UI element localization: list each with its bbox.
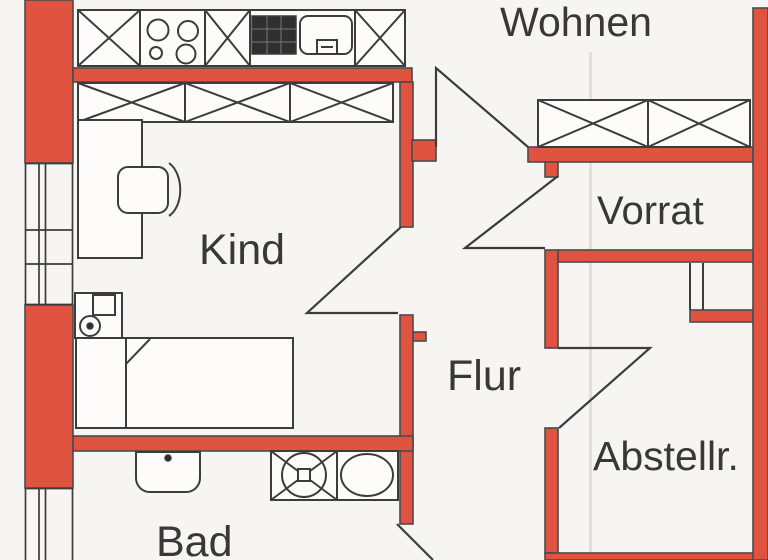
scan-crease: [589, 52, 592, 560]
door-swing-wohnen: [434, 65, 529, 148]
wall-vorrat-top: [527, 146, 754, 163]
closet-row-kind: [77, 82, 394, 123]
bathtub: [336, 450, 399, 501]
wall-center-upper: [399, 81, 414, 228]
door-swing-abstellraum: [558, 346, 653, 429]
washbasin: [135, 451, 201, 493]
door-swing-vorrat: [461, 175, 559, 250]
room-label-vorrat: Vorrat: [597, 189, 704, 233]
wall-niche: [689, 309, 754, 323]
wall-vorrat-bottom: [557, 249, 754, 263]
single-bed: [75, 337, 294, 429]
window-lower: [24, 487, 74, 560]
wall-left-middle: [24, 304, 74, 489]
room-label-flur: Flur: [447, 352, 522, 400]
window-upper: [24, 162, 74, 306]
cooktop-icon: [146, 18, 199, 65]
wall-nib-flur: [412, 331, 427, 342]
wall-stub-flur-wohnen: [411, 139, 437, 162]
nightstand-with-lamp: [74, 292, 123, 339]
room-label-bad: Bad: [156, 518, 233, 560]
walls: [24, 0, 768, 560]
room-label-wohnen: Wohnen: [500, 0, 652, 45]
chair: [117, 162, 182, 217]
wall-right: [752, 7, 768, 560]
wall-vorrat-door-stub: [544, 161, 559, 178]
dish-drainer-icon: [251, 15, 297, 55]
kitchen-counter: [77, 9, 406, 67]
wall-center-lower: [399, 314, 414, 525]
wardrobe-wohnen: [537, 99, 751, 148]
wall-kitchen-horizontal: [72, 67, 413, 83]
door-swing-kind: [304, 226, 402, 315]
wall-bottom: [544, 552, 768, 560]
sink-icon: [299, 15, 353, 55]
room-label-kind: Kind: [199, 226, 286, 274]
wall-bad-top: [72, 435, 414, 452]
washing-machine: [270, 450, 338, 501]
room-label-abstellraum: Abstellr.: [593, 433, 739, 479]
wall-flur-right-upper: [544, 249, 559, 349]
door-swing-bad: [396, 523, 434, 560]
wall-abstellraum-left: [544, 427, 559, 554]
wall-left-upper: [24, 0, 74, 164]
doors: [304, 65, 704, 560]
